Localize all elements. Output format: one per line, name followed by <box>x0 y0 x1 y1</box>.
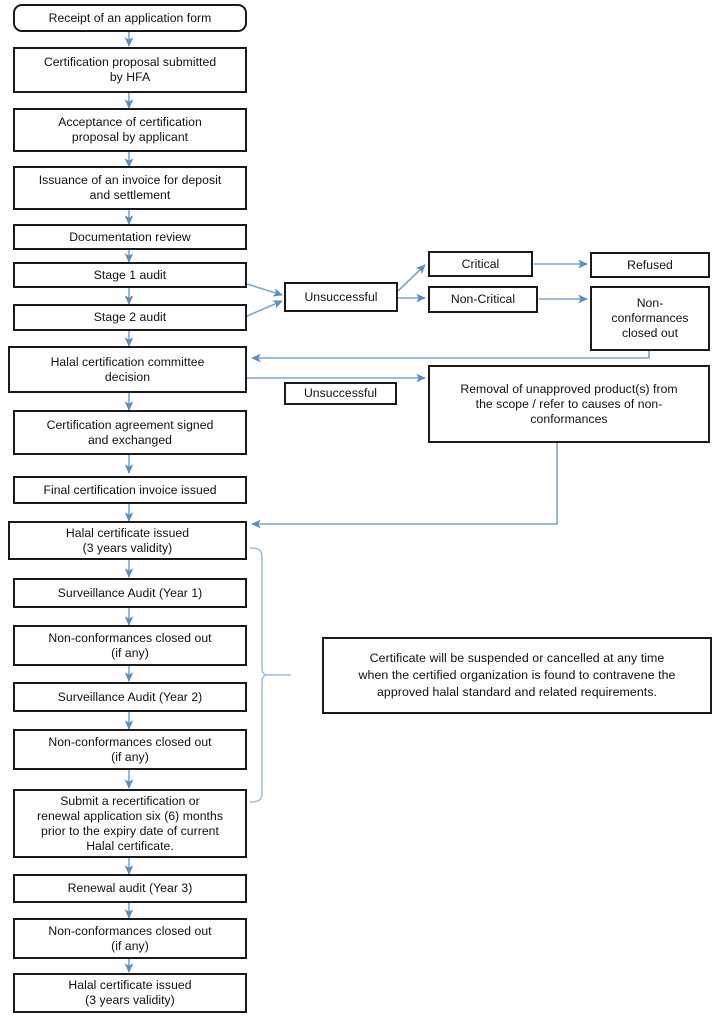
node-non-conformances-closed-out-branch[interactable]: Non- conformances closed out <box>590 286 710 351</box>
arrow-removal-to-certissued <box>251 443 558 529</box>
node-label-line-1: Non-conformances closed out <box>48 923 212 938</box>
node-label-line-1: Non-conformances closed out <box>48 734 212 749</box>
node-label-line-1: Halal certificate issued <box>68 978 192 992</box>
node-issuance-of-invoice[interactable]: Issuance of an invoice for deposit and s… <box>13 166 247 210</box>
node-critical[interactable]: Critical <box>428 251 533 277</box>
node-label: Refused <box>627 257 673 272</box>
node-label-line-4: Halal certificate. <box>86 838 174 853</box>
node-certification-proposal-submitted[interactable]: Certification proposal submitted by HFA <box>13 47 247 93</box>
node-label: Non-conformances closed out (if any) <box>48 735 211 765</box>
node-removal-of-unapproved-products[interactable]: Removal of unapproved product(s) from th… <box>428 365 710 443</box>
node-label-line-1: Non- <box>636 296 664 310</box>
node-label: Issuance of an invoice for deposit and s… <box>39 173 222 203</box>
node-label: Non- conformances closed out <box>611 296 688 341</box>
node-label-line-2: (if any) <box>111 645 149 660</box>
node-label: Acceptance of certification proposal by … <box>58 115 202 145</box>
node-label-line-1: Removal of unapproved product(s) from <box>460 381 678 396</box>
node-label: Stage 2 audit <box>93 310 167 324</box>
node-label: Final certification invoice issued <box>43 482 217 497</box>
node-unsuccessful-audit[interactable]: Unsuccessful <box>284 282 398 312</box>
node-label: Unsuccessful <box>304 289 378 304</box>
node-label-line-2: the scope / refer to causes of non- <box>475 396 663 411</box>
node-certification-agreement-signed[interactable]: Certification agreement signed and excha… <box>13 410 247 455</box>
node-non-conformances-closed-out-1[interactable]: Non-conformances closed out (if any) <box>13 625 247 666</box>
node-stage-2-audit[interactable]: Stage 2 audit <box>13 304 247 331</box>
node-final-certification-invoice-issued[interactable]: Final certification invoice issued <box>13 476 247 504</box>
node-label: Non-conformances closed out (if any) <box>48 631 211 661</box>
node-label: Non-Critical <box>450 292 516 306</box>
node-label-line-2: and settlement <box>89 188 171 202</box>
note-line-1: Certificate will be suspended or cancell… <box>369 651 665 665</box>
node-label-line-2: and exchanged <box>87 432 172 447</box>
node-label: Halal certification committee decision <box>51 355 205 385</box>
node-label-line-1: Non-conformances closed out <box>48 630 212 645</box>
node-label-line-1: Certification proposal submitted <box>43 55 217 69</box>
node-acceptance-of-proposal[interactable]: Acceptance of certification proposal by … <box>13 108 247 152</box>
node-non-conformances-closed-out-2[interactable]: Non-conformances closed out (if any) <box>13 729 247 770</box>
arrow-stage2-to-unsuccessful <box>246 300 283 317</box>
node-label-line-1: Acceptance of certification <box>58 115 202 129</box>
node-label-line-1: Halal certification committee <box>50 354 205 369</box>
node-label: Unsuccessful <box>303 386 378 400</box>
node-label-line-2: decision <box>104 369 151 384</box>
node-label-line-1: Submit a recertification or <box>60 793 200 808</box>
node-label-line-2: (if any) <box>111 938 149 953</box>
node-unsuccessful-committee[interactable]: Unsuccessful <box>284 382 397 405</box>
node-label-line-1: Certification agreement signed <box>46 417 214 432</box>
node-label: Certification agreement signed and excha… <box>47 418 214 448</box>
note-line-3: approved halal standard and related requ… <box>376 685 658 699</box>
node-label-line-3: closed out <box>621 326 679 340</box>
node-label: Submit a recertification or renewal appl… <box>37 794 223 854</box>
node-label-line-1: Issuance of an invoice for deposit <box>38 173 222 187</box>
node-label: Stage 1 audit <box>93 267 167 282</box>
node-receipt-of-application-form[interactable]: Receipt of an application form <box>13 4 247 32</box>
node-non-conformances-closed-out-3[interactable]: Non-conformances closed out (if any) <box>13 918 247 959</box>
node-label-line-2: conformances <box>611 311 689 325</box>
node-label: Renewal audit (Year 3) <box>67 881 193 895</box>
node-label: Removal of unapproved product(s) from th… <box>460 382 677 427</box>
node-label-line-2: proposal by applicant <box>71 130 189 144</box>
note-line-2: when the certified organization is found… <box>358 668 676 682</box>
node-submit-recertification[interactable]: Submit a recertification or renewal appl… <box>13 789 247 858</box>
node-label-line-2: (if any) <box>111 749 149 764</box>
node-label-line-2: (3 years validity) <box>85 993 175 1007</box>
node-refused[interactable]: Refused <box>590 252 710 278</box>
node-halal-certificate-issued[interactable]: Halal certificate issued (3 years validi… <box>8 521 247 560</box>
node-label-line-2: by HFA <box>109 70 151 84</box>
node-halal-certificate-issued-renewed[interactable]: Halal certificate issued (3 years validi… <box>13 973 247 1013</box>
node-label: Certification proposal submitted by HFA <box>44 55 216 85</box>
node-label: Critical <box>461 256 500 271</box>
node-halal-certification-committee-decision[interactable]: Halal certification committee decision <box>8 346 247 393</box>
node-non-critical[interactable]: Non-Critical <box>428 286 538 313</box>
arrow-stage1-to-unsuccessful <box>246 283 283 297</box>
node-renewal-audit-year-3[interactable]: Renewal audit (Year 3) <box>13 874 247 903</box>
arrow-nonconformances-to-committee <box>251 351 650 363</box>
node-documentation-review[interactable]: Documentation review <box>13 224 247 250</box>
arrow-unsuccessful-to-critical <box>397 264 426 292</box>
node-label: Surveillance Audit (Year 1) <box>57 585 203 600</box>
node-surveillance-audit-year-2[interactable]: Surveillance Audit (Year 2) <box>13 682 247 712</box>
node-label-line-2: (3 years validity) <box>82 540 173 555</box>
node-label: Halal certificate issued (3 years validi… <box>68 978 191 1008</box>
note-suspension-cancellation: Certificate will be suspended or cancell… <box>322 637 712 714</box>
node-stage-1-audit[interactable]: Stage 1 audit <box>13 262 247 288</box>
note-text: Certificate will be suspended or cancell… <box>359 650 676 701</box>
suspension-brace <box>249 547 291 803</box>
node-label: Surveillance Audit (Year 2) <box>57 689 203 704</box>
node-label: Documentation review <box>69 229 191 244</box>
node-label: Halal certificate issued (3 years validi… <box>66 526 189 556</box>
node-label-line-2: renewal application six (6) months <box>37 808 223 823</box>
node-label: Receipt of an application form <box>48 10 212 25</box>
node-label-line-3: prior to the expiry date of current <box>41 823 219 838</box>
node-label-line-1: Halal certificate issued <box>65 525 190 540</box>
node-label-line-3: conformances <box>530 411 608 426</box>
node-surveillance-audit-year-1[interactable]: Surveillance Audit (Year 1) <box>13 578 247 608</box>
node-label: Non-conformances closed out (if any) <box>48 924 211 954</box>
